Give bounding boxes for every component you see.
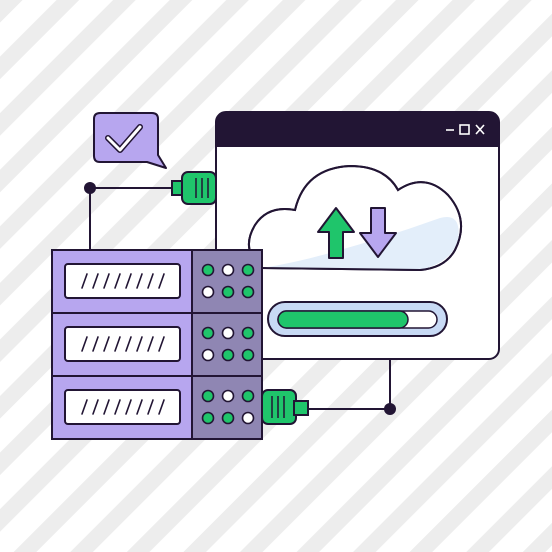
status-led [221, 263, 235, 277]
connector-node [384, 403, 396, 415]
status-led [221, 411, 235, 425]
drive-slot [64, 326, 181, 362]
drive-slot [64, 263, 181, 299]
download-arrow-icon [359, 207, 397, 258]
server-led-panel [191, 312, 263, 377]
connector-node [84, 182, 96, 194]
status-led [201, 263, 215, 277]
status-led [201, 348, 215, 362]
status-led [241, 348, 255, 362]
vent-slashes-icon [81, 273, 165, 289]
server-rack [51, 249, 263, 440]
speech-bubble [93, 112, 167, 169]
status-led [221, 285, 235, 299]
status-led [241, 326, 255, 340]
progress-fill [277, 310, 409, 329]
server-led-panel [191, 375, 263, 440]
cloud-icon [247, 164, 463, 272]
vent-slashes-icon [81, 399, 165, 415]
status-led [241, 285, 255, 299]
status-led [241, 411, 255, 425]
status-led [201, 411, 215, 425]
status-led [201, 326, 215, 340]
status-led [221, 389, 235, 403]
server-unit [51, 375, 263, 440]
upload-arrow-icon [317, 207, 355, 259]
status-led [221, 326, 235, 340]
connector-lines [89, 187, 391, 410]
status-led [241, 389, 255, 403]
close-icon[interactable] [475, 124, 485, 135]
server-led-panel [191, 249, 263, 314]
drive-slot [64, 389, 181, 425]
plug-connector-bottom [261, 389, 309, 425]
status-led [201, 285, 215, 299]
status-led [221, 348, 235, 362]
status-led [241, 263, 255, 277]
vent-slashes-icon [81, 336, 165, 352]
server-unit [51, 249, 263, 314]
maximize-icon[interactable] [459, 124, 470, 135]
window-titlebar [216, 112, 499, 147]
status-led [201, 389, 215, 403]
server-unit [51, 312, 263, 377]
plug-connector-top [171, 171, 217, 205]
checkmark-icon [105, 124, 143, 153]
progress-bar [267, 301, 448, 337]
